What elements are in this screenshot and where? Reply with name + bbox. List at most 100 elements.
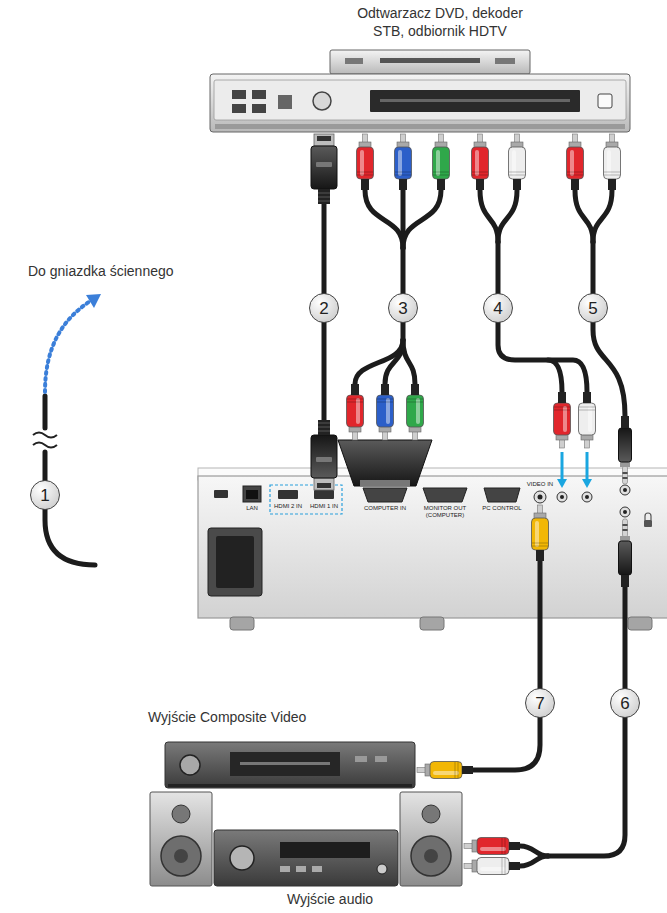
plug-strain [476, 179, 484, 190]
base-strip [168, 784, 412, 787]
plug-strain [318, 189, 330, 204]
plug-body [311, 435, 337, 478]
plug-ridge [579, 410, 595, 411]
plug-ring [623, 472, 628, 474]
plug-body [477, 858, 509, 875]
plug-tip [314, 134, 334, 146]
rca-plug [417, 762, 473, 779]
cable [385, 340, 403, 384]
plug-ridge [407, 402, 423, 403]
player-body [210, 74, 630, 132]
cable [593, 190, 612, 242]
plug-strain [509, 862, 520, 870]
plug-tip [317, 483, 331, 488]
callout-circle: 5 [578, 293, 608, 323]
plug-ridge [407, 399, 423, 400]
port-label: LAN [240, 505, 264, 512]
plug-strain [621, 416, 629, 428]
plug-strain [513, 179, 521, 190]
device-caption: Wyjście audio [255, 890, 405, 908]
jack-hole [585, 495, 589, 499]
knob [313, 92, 331, 110]
knob [180, 755, 200, 775]
insert-arrow [586, 452, 589, 480]
cable [548, 587, 625, 856]
plug-ridge [579, 407, 595, 408]
minijack-plug [619, 416, 632, 484]
device-caption: Do gniazdka ściennego [28, 262, 174, 280]
jack-hole [560, 495, 564, 499]
tray-line [240, 762, 330, 765]
power-button [598, 94, 612, 108]
button [252, 90, 266, 99]
plug-ridge [318, 201, 330, 202]
break-symbol [33, 443, 57, 448]
audio-jack [557, 492, 567, 502]
projector [198, 468, 667, 630]
callout-circle: 6 [610, 688, 640, 718]
jack-hole [623, 488, 627, 492]
power-socket [216, 536, 254, 588]
plug-ridge [502, 858, 503, 874]
tweeter [172, 805, 190, 823]
rca-plug [579, 392, 596, 448]
plug-ridge [554, 410, 570, 411]
plug-strain [411, 384, 419, 395]
plug-strain [509, 842, 520, 850]
rca-plug [472, 134, 489, 190]
button [278, 95, 292, 109]
plug-strain [381, 384, 389, 395]
plug-strain [571, 179, 579, 190]
rca-plug [357, 134, 374, 190]
plug-body [430, 762, 462, 779]
callout-circle: 1 [30, 480, 60, 510]
callout-circle: 2 [309, 293, 339, 323]
vga-adapter [338, 440, 432, 486]
callout-number: 6 [620, 695, 629, 712]
rca-plug [347, 384, 364, 440]
plug-body [619, 541, 632, 575]
rca-plug [377, 384, 394, 440]
plug-ridge [433, 175, 449, 176]
callout-number: 5 [588, 300, 597, 317]
button [232, 90, 246, 99]
audio-minijack [620, 485, 630, 495]
plug-ridge [347, 402, 363, 403]
arrow-head [557, 479, 567, 488]
plug-ridge [554, 407, 570, 408]
plug-ridge [377, 399, 393, 400]
plug-strain [351, 384, 359, 395]
rca-plug [567, 134, 584, 190]
button [232, 104, 246, 113]
video-jack [534, 491, 546, 503]
base-strip [215, 124, 625, 129]
plug-strain [399, 179, 407, 190]
plug-ridge [567, 175, 583, 176]
plug-ridge [604, 175, 620, 176]
plug-ridge [532, 543, 548, 544]
plug-body [377, 395, 394, 427]
arrow-head [582, 479, 592, 488]
hdmi-plug [311, 134, 337, 204]
plug-body [357, 147, 374, 179]
plug-ridge [318, 431, 330, 432]
button [495, 58, 515, 64]
amplifier [214, 830, 398, 886]
plug-ridge [347, 399, 363, 400]
speaker-box [400, 792, 462, 886]
plug-body [311, 146, 337, 189]
audio-minijack [620, 507, 630, 517]
plug-ridge [455, 762, 456, 778]
video-device [165, 742, 415, 788]
cable [43, 396, 48, 428]
plug-body [472, 147, 489, 179]
knob [377, 864, 387, 874]
plug-body [347, 395, 364, 427]
tray-line [380, 99, 570, 102]
power-inlet [208, 528, 262, 596]
cable [355, 340, 403, 384]
hdmi-port [314, 490, 334, 499]
cable [365, 190, 403, 248]
plug-strain [318, 420, 330, 435]
